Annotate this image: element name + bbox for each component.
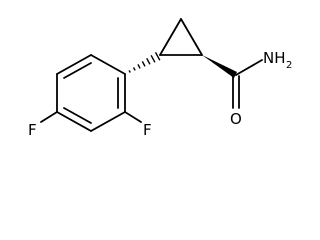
hashed-wedge-stroke xyxy=(128,70,131,73)
ring-bond-c2-c3 xyxy=(56,54,92,75)
hashed-wedge-stroke xyxy=(154,51,161,61)
hashed-wedge-stroke xyxy=(146,58,151,65)
ring-bond-c5-c6 xyxy=(90,111,126,132)
amide-oxygen-label: O xyxy=(230,110,242,128)
amide-nitrogen-subscript: 2 xyxy=(286,60,292,71)
solid-wedge-bond xyxy=(202,55,237,78)
bond-carbonyl-to-nitrogen xyxy=(235,59,263,76)
benzene-ring xyxy=(56,54,126,132)
ring-bond-c1-c2 xyxy=(90,54,126,75)
hashed-wedge-stroke xyxy=(132,67,136,71)
cyclopropane-bond-top-right xyxy=(180,18,203,56)
hashed-wedge-stroke xyxy=(137,64,141,69)
fluorine-para-label: F xyxy=(28,121,37,139)
cyclopropane-ring xyxy=(159,18,203,56)
ring-bond-c4-c5 xyxy=(56,111,92,132)
amide-nitrogen-label: NH xyxy=(263,49,286,67)
bond-c6-fluorine xyxy=(124,111,142,123)
fluorine-ortho-label: F xyxy=(143,121,152,139)
hashed-wedge-stroke xyxy=(150,54,156,63)
bond-c4-fluorine xyxy=(40,111,58,123)
hashed-wedge-stroke xyxy=(141,61,146,67)
cyclopropane-bond-left-top xyxy=(159,18,182,56)
ring-double-bond-inner-top xyxy=(63,62,92,79)
hashed-wedge-bond xyxy=(128,51,161,73)
ring-double-bond-inner-bottom xyxy=(63,107,92,124)
chemical-structure-diagram: F F NH 2 O xyxy=(28,18,292,139)
